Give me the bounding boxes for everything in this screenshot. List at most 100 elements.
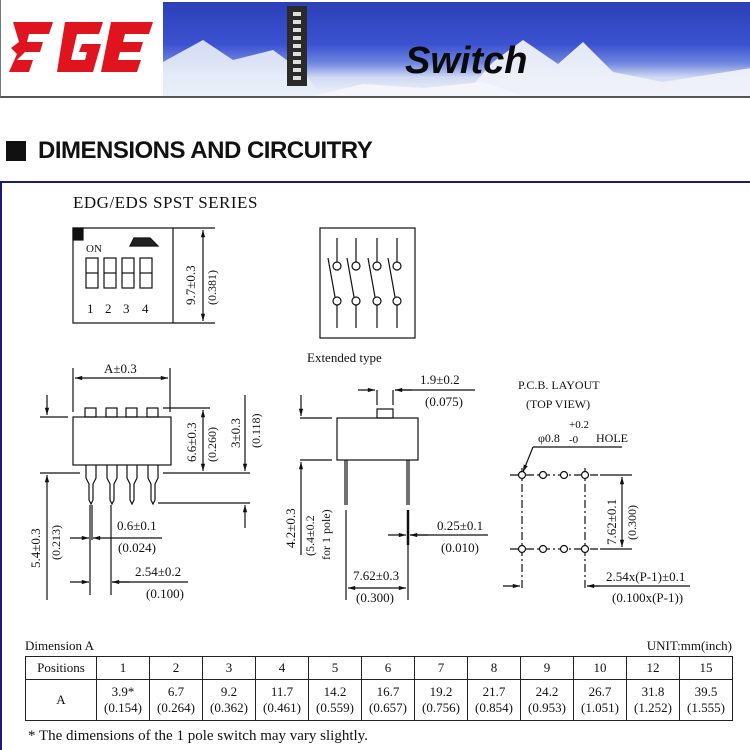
pcb-title: P.C.B. LAYOUT <box>518 378 600 392</box>
top-view <box>72 227 215 324</box>
position-cell: 3 <box>202 656 256 680</box>
pcb-row-spacing: 7.62±0.1 <box>604 499 619 545</box>
value-cell: 16.7(0.657) <box>361 679 415 721</box>
value-mm: 21.7 <box>482 684 506 699</box>
dim-row-spacing: 7.62±0.3 <box>353 568 399 583</box>
switch-number: 2 <box>105 301 112 316</box>
series-title: EDG/EDS SPST SERIES <box>73 193 258 212</box>
dim-height-inch: (0.381) <box>205 270 219 305</box>
position-cell: 8 <box>467 656 521 680</box>
dim-pin-thickness: 0.25±0.1 <box>437 518 483 533</box>
position-cell: 1 <box>96 656 150 680</box>
dim-pin: 3±0.3 <box>228 418 243 448</box>
pcb-hole-tol-minus: -0 <box>569 434 579 446</box>
dim-body-height: 6.6±0.3 <box>184 422 199 462</box>
value-cell: 9.2(0.362) <box>202 679 256 721</box>
pcb-layout <box>503 446 690 590</box>
value-inch: (0.657) <box>369 700 407 715</box>
section-heading: DIMENSIONS AND CIRCUITRY <box>6 137 373 165</box>
row-label: A <box>25 679 97 721</box>
pcb-hole-size: φ0.8 <box>538 431 560 445</box>
value-inch: (1.252) <box>634 700 672 715</box>
dim-total-inch: (0.213) <box>49 525 63 560</box>
value-mm: 24.2 <box>535 684 559 699</box>
section-title: DIMENSIONS AND CIRCUITRY <box>38 137 373 164</box>
value-inch: (0.154) <box>104 700 142 715</box>
value-mm: 9.2 <box>220 684 238 699</box>
value-cell: 24.2(0.953) <box>520 679 574 721</box>
value-cell: 39.5(1.555) <box>679 679 733 721</box>
dim-end-height: 4.2±0.3 <box>283 508 298 548</box>
on-label: ON <box>86 243 102 255</box>
pcb-row-spacing-inch: (0.300) <box>625 505 639 540</box>
ece-logo <box>9 22 153 72</box>
mini-logo-icon <box>129 237 160 247</box>
value-cell: 26.7(1.051) <box>573 679 627 721</box>
unit-label: UNIT:mm(inch) <box>646 638 732 653</box>
dim-actuator: 1.9±0.2 <box>420 372 460 387</box>
dim-end-height-alt2: for 1 pole) <box>319 509 333 560</box>
dim-actuator-inch: (0.075) <box>425 394 463 409</box>
position-cell: 5 <box>308 656 362 680</box>
switch-number: 4 <box>142 301 149 316</box>
dim-row-spacing-inch: (0.300) <box>356 590 394 605</box>
value-mm: 11.7 <box>270 684 294 699</box>
value-inch: (0.362) <box>210 700 248 715</box>
bullet-square-icon <box>6 141 26 161</box>
dim-pin-width-inch: (0.024) <box>118 540 156 555</box>
value-mm: 26.7 <box>588 684 612 699</box>
pcb-pitch: 2.54x(P-1)±0.1 <box>606 569 685 584</box>
value-inch: (1.051) <box>581 700 619 715</box>
side-view <box>40 368 250 600</box>
value-inch: (0.854) <box>475 700 513 715</box>
switch-symbol-3 <box>367 238 382 328</box>
dim-pitch-inch: (0.100) <box>146 586 184 601</box>
table-row-a: A 3.9*(0.154) 6.7(0.264) 9.2(0.362) 11.7… <box>25 679 733 721</box>
value-cell: 21.7(0.854) <box>467 679 521 721</box>
value-inch: (0.559) <box>316 700 354 715</box>
value-cell: 3.9*(0.154) <box>96 679 150 721</box>
position-cell: 15 <box>679 656 733 680</box>
banner-image <box>163 2 750 96</box>
value-mm: 6.7 <box>167 684 185 699</box>
circuit-caption: Extended type <box>307 350 382 365</box>
switch-symbol-4 <box>387 238 402 328</box>
position-cell: 6 <box>361 656 415 680</box>
value-inch: (0.953) <box>528 700 566 715</box>
value-mm: 3.9* <box>111 684 135 699</box>
pcb-hole-tol-plus: +0.2 <box>569 419 589 431</box>
dim-pin-thickness-inch: (0.010) <box>441 540 479 555</box>
value-cell: 14.2(0.559) <box>308 679 362 721</box>
switch-slots <box>85 257 153 289</box>
table-header-row: Positions 1 2 3 4 5 6 7 8 9 10 12 15 <box>25 656 733 680</box>
value-mm: 16.7 <box>376 684 400 699</box>
pcb-subtitle: (TOP VIEW) <box>526 397 590 411</box>
end-view <box>298 387 488 600</box>
value-inch: (1.555) <box>687 700 725 715</box>
table-caption: Dimension A <box>25 638 94 653</box>
position-cell: 7 <box>414 656 468 680</box>
technical-drawing: ON 1 2 3 4 9.7±0.3 (0.381) Extended type… <box>28 227 690 605</box>
switch-number: 3 <box>123 301 130 316</box>
value-inch: (0.461) <box>263 700 301 715</box>
switch-symbol-1 <box>327 238 342 328</box>
value-mm: 39.5 <box>694 684 718 699</box>
banner-title: Switch <box>405 40 528 82</box>
dimension-table: Positions 1 2 3 4 5 6 7 8 9 10 12 15 A 3… <box>25 656 733 721</box>
content-frame <box>0 181 750 750</box>
dim-height: 9.7±0.3 <box>183 265 198 305</box>
dim-pitch: 2.54±0.2 <box>135 564 181 579</box>
position-cell: 2 <box>149 656 203 680</box>
dim-total: 5.4±0.3 <box>28 528 43 568</box>
position-cell: 10 <box>573 656 627 680</box>
value-mm: 14.2 <box>323 684 347 699</box>
value-cell: 11.7(0.461) <box>255 679 309 721</box>
header-banner: Switch <box>0 0 750 98</box>
position-cell: 4 <box>255 656 309 680</box>
dim-pin-inch: (0.118) <box>249 413 263 448</box>
dim-width-a: A±0.3 <box>104 361 137 376</box>
value-cell: 19.2(0.756) <box>414 679 468 721</box>
header-label: Positions <box>25 656 97 680</box>
value-mm: 31.8 <box>641 684 665 699</box>
footnote: * The dimensions of the 1 pole switch ma… <box>28 728 368 744</box>
